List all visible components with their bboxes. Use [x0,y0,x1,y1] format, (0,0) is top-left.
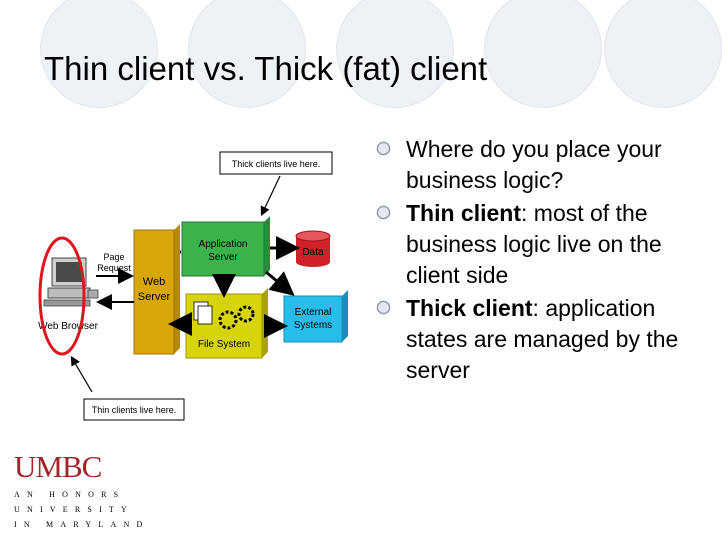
thick-clients-callout: Thick clients live here. [219,151,333,175]
logo-line: IN MARYLAND [14,520,150,529]
file-system: File System [185,288,268,359]
logo-name: UMBC [14,449,102,484]
background-circle [484,0,602,108]
thin-client-highlight [38,236,86,356]
bullet-bold: Thick client [406,295,533,321]
data-store: Data [295,230,331,267]
background-circle [40,0,158,108]
thin-clients-callout: Thin clients live here. [83,398,185,421]
app-server-label-line1: Application [199,239,248,250]
bullet-item: Thin client: most of the business logic … [372,198,712,291]
page-request-label-line1: Page [103,252,124,262]
bullet-text: : most of the business logic live on the… [406,200,662,288]
background-circle [188,0,306,108]
bullet-circle-icon [376,300,391,315]
bullet-text: Where do you place your business logic? [406,136,662,193]
bullet-circle-icon [376,205,391,220]
app-server-label-line2: Server [208,252,238,263]
slide-title: Thin client vs. Thick (fat) client [44,50,488,87]
gear-icon [218,310,238,330]
logo-line: AN HONORS [14,490,126,499]
bullet-list: Where do you place your business logic? … [372,134,712,388]
bullet-text: : application states are managed by the … [406,295,679,383]
app-external-arrow [265,270,295,296]
architecture-diagram: Thick clients live here. Web Server Appl… [38,151,348,421]
web-browser-label: Web Browser [38,321,99,332]
page-request-label-line2: Request [97,263,131,273]
thin-clients-label: Thin clients live here. [92,405,177,415]
gear-icon [237,305,255,323]
thick-callout-arrow [260,175,281,217]
thin-callout-arrow [70,355,93,393]
thick-clients-label: Thick clients live here. [232,159,321,169]
computer-icon [43,257,99,307]
bullet-item: Where do you place your business logic? [372,134,712,196]
background-circle [604,0,722,108]
background-circle [336,0,454,108]
bullet-item: Thick client: application states are man… [372,293,712,386]
data-label: Data [302,247,324,258]
external-label-line1: External [295,307,332,318]
file-system-label: File System [198,339,250,350]
web-server: Web Server [133,224,180,355]
web-server-label-line1: Web [143,276,165,288]
external-systems: External Systems [283,290,348,343]
web-server-label-line2: Server [138,291,171,303]
logo-line: UNIVERSITY [14,505,134,514]
application-server: Application Server [181,216,270,277]
bullet-circle-icon [376,141,391,156]
external-label-line2: Systems [294,320,332,331]
umbc-logo: UMBC AN HONORS UNIVERSITY IN MARYLAND [14,449,150,540]
bullet-bold: Thin client [406,200,521,226]
